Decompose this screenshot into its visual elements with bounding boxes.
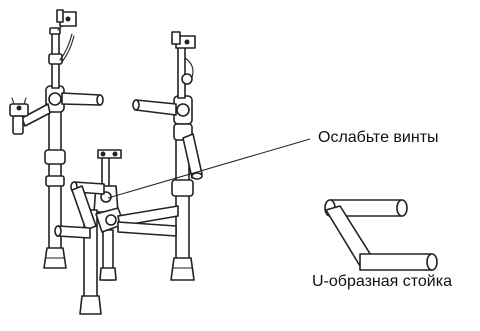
loosen-screws-label: Ослабьте винты bbox=[318, 129, 439, 146]
u-stand-detail bbox=[324, 199, 438, 271]
right-rack-pole bbox=[132, 95, 195, 281]
u-stand-label: U-образная стойка bbox=[312, 273, 452, 290]
right-upper-mast bbox=[171, 31, 196, 99]
right-diagonal-arm bbox=[182, 133, 203, 180]
center-u-stand bbox=[54, 181, 179, 239]
left-upper-mast bbox=[48, 9, 77, 89]
center-front-pole bbox=[79, 149, 125, 315]
leader-line bbox=[107, 138, 311, 199]
left-side-holder bbox=[9, 97, 29, 135]
left-rack-pole bbox=[21, 85, 104, 269]
